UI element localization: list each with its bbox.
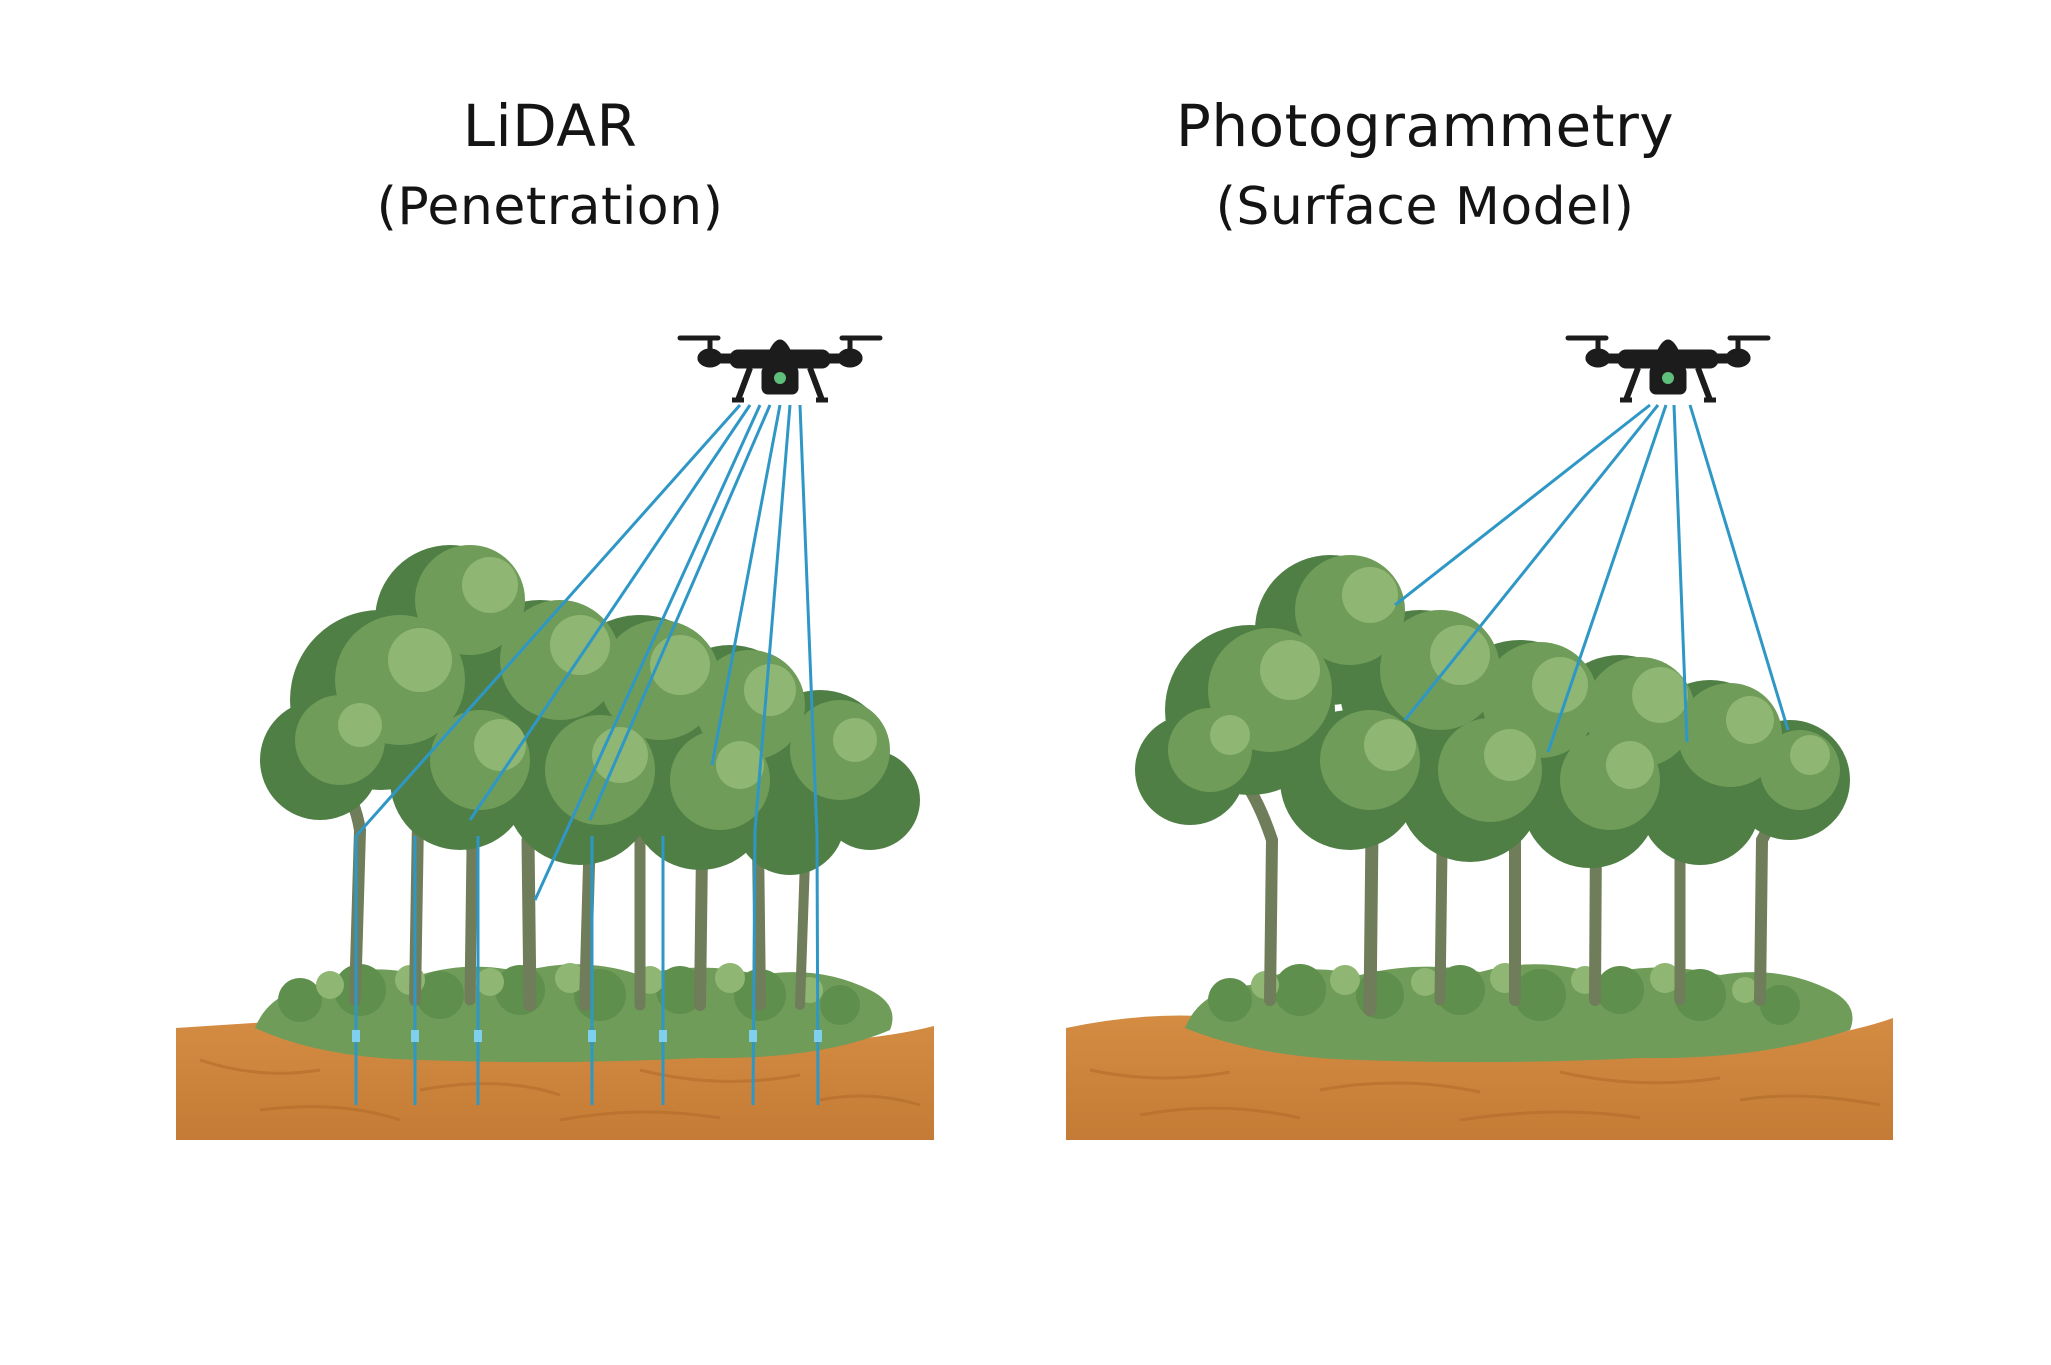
lidar-title-block: LiDAR (Penetration) [290, 97, 810, 233]
photogrammetry-title: Photogrammetry [1175, 92, 1675, 160]
lidar-subtitle: (Penetration) [376, 177, 724, 237]
photogrammetry-subtitle: (Surface Model) [1215, 177, 1635, 237]
drone-icon [1565, 335, 1771, 403]
lidar-panel [176, 335, 934, 1140]
lidar-title: LiDAR [462, 92, 638, 160]
lidar-canopy [260, 545, 920, 875]
photogrammetry-title-block: Photogrammetry (Surface Model) [1125, 97, 1725, 233]
photogrammetry-camera-rays [1394, 403, 1790, 753]
photogrammetry-canopy [1135, 555, 1850, 868]
lidar-laser-beams [352, 404, 822, 1106]
drone-icon [677, 335, 883, 403]
photogrammetry-panel [1066, 335, 1893, 1140]
